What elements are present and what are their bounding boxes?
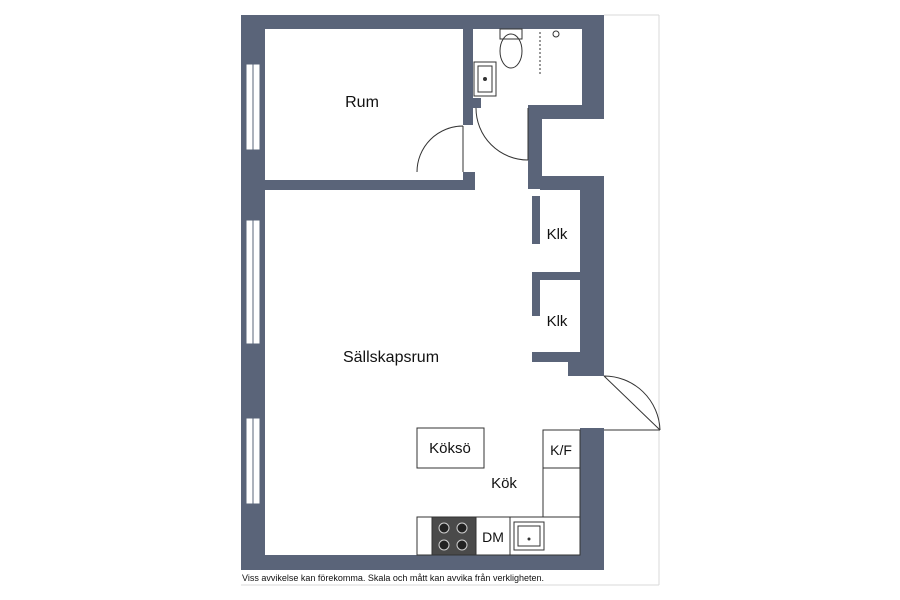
label-rum: Rum: [345, 94, 379, 111]
door-rum: [416, 125, 464, 173]
kitchen-sink-drain: [527, 537, 531, 541]
bath-sink-drain: [483, 77, 487, 81]
wall-closet-divider: [532, 272, 580, 280]
label-koksö: Köksö: [429, 440, 471, 457]
stove-burner-icon: [438, 522, 450, 534]
wall-closet-left-2: [532, 280, 540, 316]
wall-rum-stub: [463, 172, 475, 190]
wall-bottom: [241, 555, 604, 570]
stove-burner-icon: [456, 522, 468, 534]
wall-bath-right: [528, 105, 542, 189]
label-klk-upper: Klk: [547, 226, 568, 243]
windows: [245, 63, 261, 505]
label-kf: K/F: [550, 442, 572, 458]
walls: [241, 15, 604, 570]
label-dm: DM: [482, 529, 504, 545]
door-bath: [475, 107, 529, 161]
wall-bath-left: [463, 29, 473, 125]
wall-bath-step: [528, 105, 604, 119]
wall-right-step: [540, 176, 604, 190]
disclaimer-footnote: Viss avvikelse kan förekomma. Skala och …: [242, 573, 544, 583]
bathroom-fixtures: [473, 28, 560, 97]
kitchen: [416, 427, 581, 556]
wall-right-lower: [580, 428, 604, 570]
wall-closet-bottom: [532, 352, 580, 362]
wall-right-upper: [582, 15, 604, 119]
wall-closet-left-1: [532, 196, 540, 244]
wall-rum-bottom: [265, 180, 473, 190]
shower-icon: [552, 30, 560, 38]
wall-entry-step: [568, 362, 604, 376]
stove-burner-icon: [456, 539, 468, 551]
door-entry: [603, 375, 661, 431]
label-sallskapsrum: Sällskapsrum: [343, 349, 439, 366]
kitchen-island: [416, 427, 485, 469]
label-klk-lower: Klk: [547, 313, 568, 330]
toilet-icon: [499, 33, 523, 69]
bath-sink: [473, 61, 497, 97]
wall-top: [241, 15, 604, 29]
bath-sink-bowl: [477, 65, 493, 93]
kitchen-side-counter: [542, 429, 581, 518]
label-kok: Kök: [491, 475, 517, 492]
kitchen-sink-bowl: [517, 525, 541, 547]
stove: [431, 516, 477, 556]
wall-bath-left-ext: [463, 98, 481, 108]
doors: [416, 107, 661, 431]
stove-burner-icon: [438, 539, 450, 551]
wall-right-middle: [580, 176, 604, 376]
toilet-tank: [499, 28, 523, 40]
